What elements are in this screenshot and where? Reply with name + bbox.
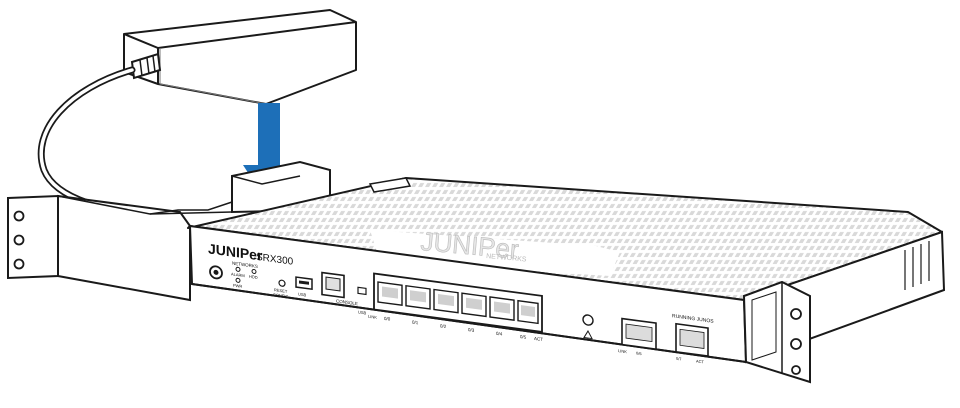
panel-label: 0/2 <box>440 323 447 329</box>
reset-config-button[interactable] <box>278 279 286 287</box>
power-adapter <box>37 9 357 218</box>
mini-usb-port[interactable] <box>357 286 367 296</box>
panel-label: ACT <box>534 336 543 342</box>
adapter-shelf-bracket <box>231 160 331 214</box>
panel-label: 0/1 <box>412 320 419 326</box>
warning-icon <box>583 330 593 340</box>
brand-sub: NETWORKS <box>232 261 258 269</box>
panel-label: 0/5 <box>520 334 527 340</box>
power-cable <box>37 66 154 218</box>
panel-label: 0/0 <box>384 316 391 322</box>
panel-label: 0/7 <box>676 356 682 362</box>
right-rack-ear <box>742 280 811 384</box>
panel-label: USB <box>298 291 307 297</box>
brand-logo: JUNIPer <box>208 240 263 263</box>
device-front-panel: JUNIPer NETWORKS SRX300 ALARM PWR HDD RE… <box>188 224 748 365</box>
lid-logo-sub: NETWORKS <box>486 253 527 264</box>
ethernet-ports <box>377 281 539 325</box>
lid-logo: JUNIPer <box>419 226 520 264</box>
running-junos-label: RUNNING JUNOS <box>672 313 714 325</box>
model-name: SRX300 <box>256 252 294 268</box>
panel-label: 0/4 <box>496 331 503 337</box>
panel-label: RESET <box>274 287 288 294</box>
panel-label: ALARM <box>231 271 245 278</box>
panel-label: LINK <box>368 314 377 320</box>
panel-label: 0/6 <box>636 350 642 356</box>
panel-label: USB <box>358 309 367 315</box>
panel-label: ACT <box>696 358 705 364</box>
panel-label: HDD <box>249 274 258 280</box>
panel-label: PWR <box>233 283 242 289</box>
panel-label: LINK <box>618 348 627 354</box>
panel-label: CONSOLE <box>336 298 358 306</box>
panel-label: 0/3 <box>468 327 475 333</box>
left-rack-ear <box>7 194 233 302</box>
panel-label: CONFIG <box>273 292 288 299</box>
